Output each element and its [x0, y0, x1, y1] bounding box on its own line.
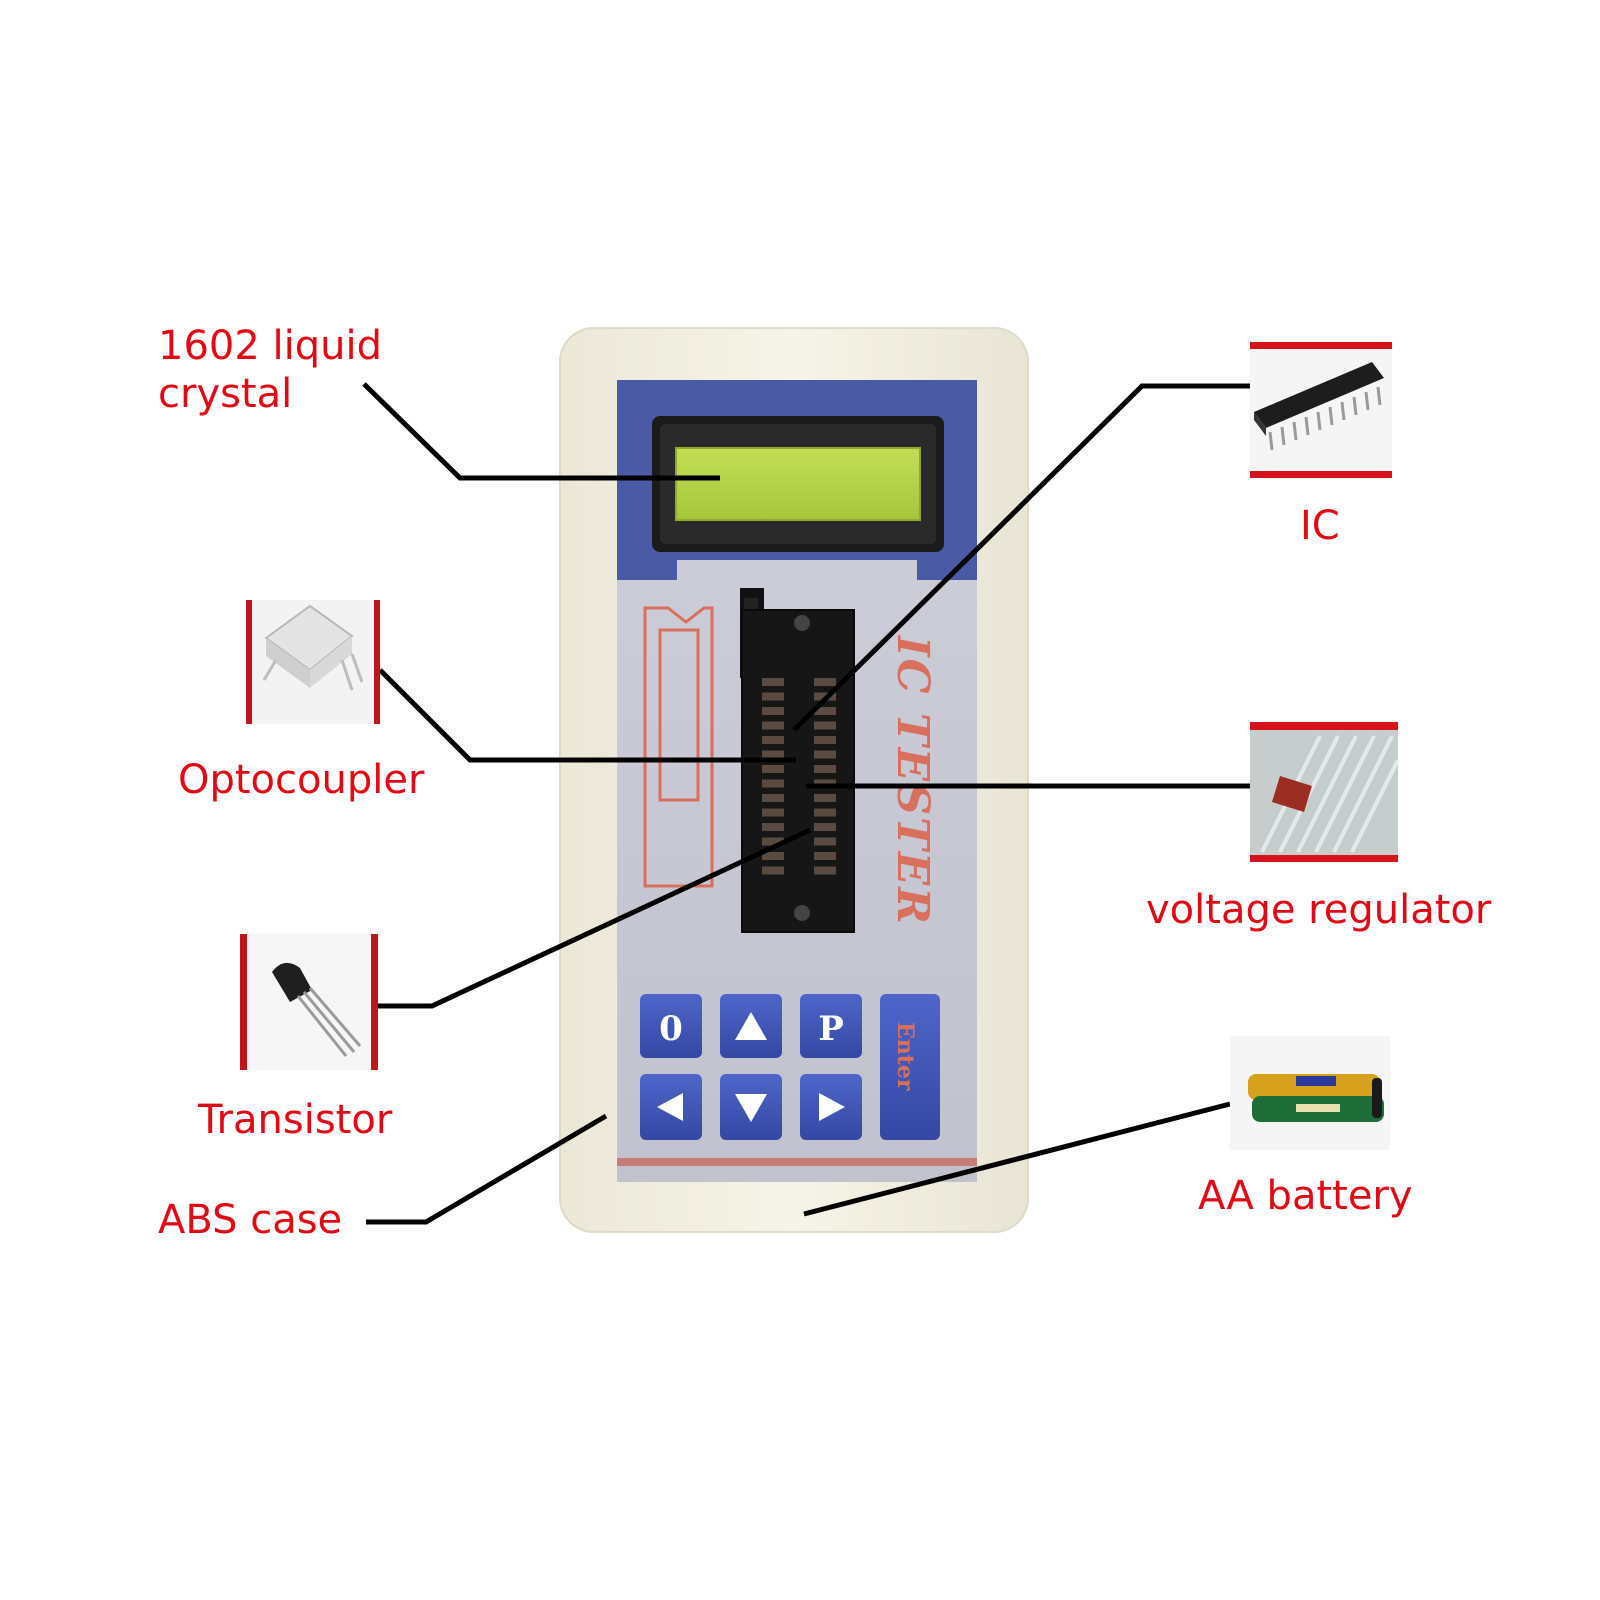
key-zero[interactable]: 0 — [640, 994, 702, 1058]
socket-pin-slot — [762, 779, 784, 788]
transistor-icon — [272, 962, 362, 1057]
socket-pin-slot — [762, 692, 784, 701]
key-right[interactable] — [800, 1074, 862, 1140]
keypad: 0 P Enter — [640, 994, 940, 1140]
leader-transistor — [378, 827, 812, 1009]
arrow-right-icon — [819, 1093, 845, 1121]
socket-pin-slot — [762, 808, 784, 817]
device: IC TESTER 0 P Enter — [559, 327, 1029, 1233]
key-enter[interactable]: Enter — [880, 994, 940, 1140]
leader-ic — [792, 383, 1250, 732]
label-ic: IC — [1300, 503, 1340, 549]
key-left[interactable] — [640, 1074, 702, 1140]
voltage-regulator-thumbnail — [1250, 722, 1400, 862]
svg-text:0: 0 — [659, 1009, 683, 1049]
key-p[interactable]: P — [800, 994, 862, 1058]
arrow-left-icon — [657, 1093, 683, 1121]
leader-optocoupler — [378, 668, 796, 763]
socket-pin-slot — [814, 866, 836, 875]
brand-text: IC TESTER — [887, 634, 938, 926]
socket-pin-slot — [762, 765, 784, 773]
optocoupler-icon — [262, 604, 364, 691]
label-voltage-regulator: voltage regulator — [1146, 887, 1492, 933]
aa-battery-thumbnail — [1230, 1036, 1390, 1150]
battery-icon — [1248, 1074, 1384, 1122]
zif-socket-icon — [740, 588, 855, 933]
leader-lines — [362, 382, 1250, 1225]
svg-text:Enter: Enter — [892, 1022, 918, 1091]
arrow-down-icon — [735, 1094, 767, 1122]
label-lcd: 1602 liquid crystal — [158, 322, 382, 418]
label-optocoupler: Optocoupler — [178, 757, 425, 803]
socket-pin-slot — [814, 837, 836, 846]
label-lcd-line2: crystal — [158, 371, 293, 417]
ic-thumbnail — [1250, 342, 1392, 478]
socket-pin-slot — [814, 736, 836, 744]
socket-pin-slot — [762, 736, 784, 744]
socket-pin-slot — [814, 707, 836, 715]
label-abs-case: ABS case — [158, 1197, 343, 1243]
socket-pin-slot — [762, 837, 784, 846]
socket-pin-slot — [762, 852, 784, 860]
lcd-screen-icon — [675, 447, 921, 521]
socket-pin-slot — [814, 808, 836, 817]
label-lcd-line1: 1602 liquid — [158, 323, 382, 369]
socket-pin-slot — [762, 707, 784, 715]
label-aa-battery: AA battery — [1198, 1173, 1413, 1219]
socket-pin-slot — [814, 750, 836, 759]
faceplate-bottom-strip — [617, 1158, 977, 1166]
socket-pin-slot — [814, 823, 836, 831]
key-up[interactable] — [720, 994, 782, 1058]
socket-pin-slot — [762, 823, 784, 831]
socket-pin-slot — [814, 678, 836, 686]
leader-aa-battery — [803, 1101, 1231, 1217]
svg-text:P: P — [818, 1009, 844, 1049]
voltage-regulator-icon — [1272, 776, 1312, 812]
dip-chip-icon — [1254, 362, 1384, 451]
socket-pin-slot — [814, 765, 836, 773]
socket-pins — [762, 678, 836, 875]
leader-lcd — [362, 382, 720, 481]
arrow-up-icon — [735, 1012, 767, 1040]
optocoupler-thumbnail — [246, 600, 380, 724]
chip-outline-graphic — [643, 606, 714, 888]
socket-pin-slot — [762, 750, 784, 759]
socket-pin-slot — [762, 721, 784, 730]
socket-pin-slot — [814, 852, 836, 860]
transistor-thumbnail — [240, 934, 378, 1070]
socket-pin-slot — [814, 794, 836, 802]
socket-pin-slot — [762, 866, 784, 875]
key-down[interactable] — [720, 1074, 782, 1140]
socket-pin-slot — [814, 721, 836, 730]
label-transistor: Transistor — [198, 1097, 393, 1143]
socket-pin-slot — [762, 678, 784, 686]
leader-abs-case — [366, 1113, 608, 1225]
socket-pin-slot — [762, 794, 784, 802]
